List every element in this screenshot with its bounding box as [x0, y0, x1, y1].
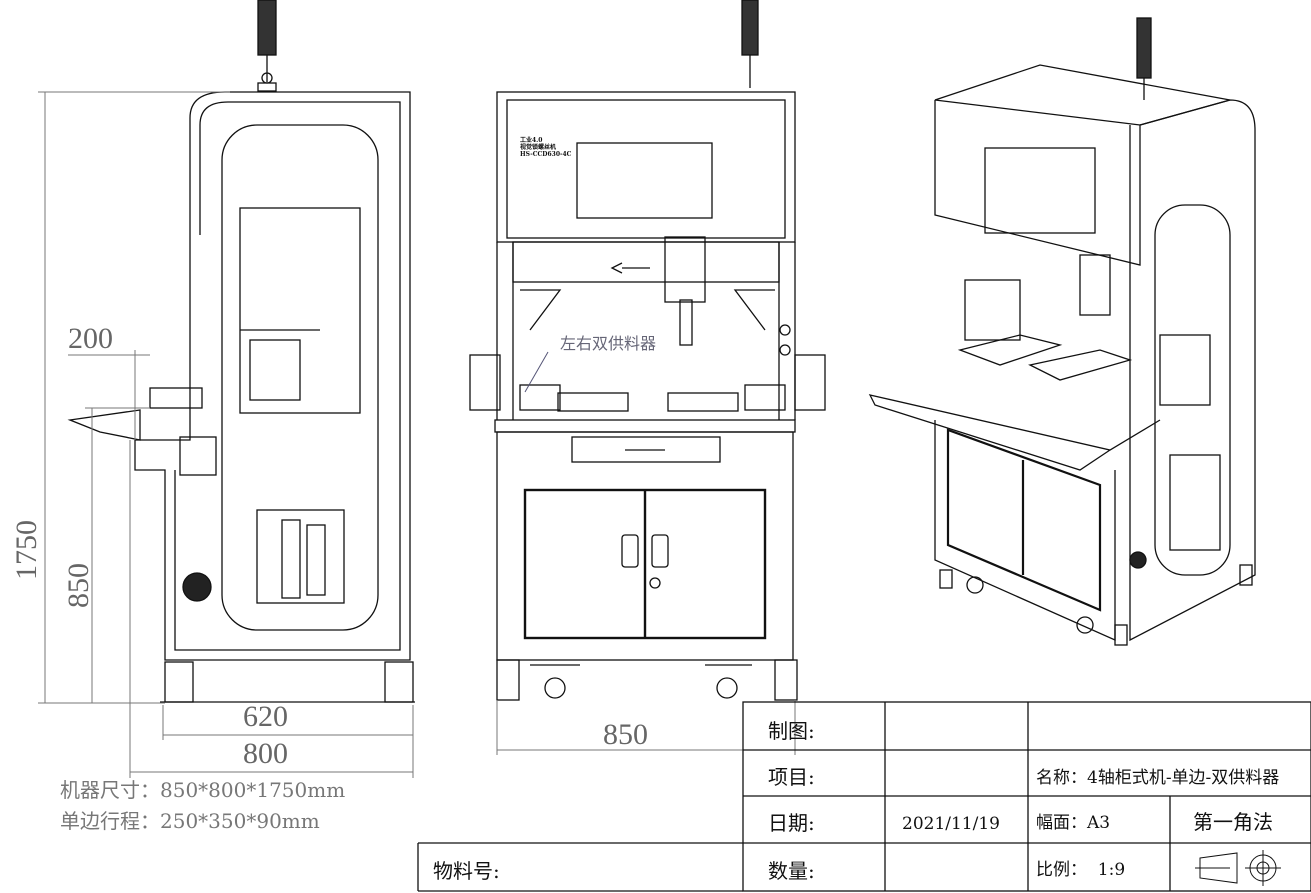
dim-front-width: 850 [603, 718, 648, 751]
scale: 比例： 1:9 [1036, 860, 1126, 880]
date-value: 2021/11/19 [902, 814, 1000, 834]
iso-view [868, 17, 1256, 646]
part-no-label: 物料号: [433, 859, 500, 883]
drawn-by-label: 制图: [768, 719, 815, 743]
machine-label: 工业4.0 视觉锁螺丝机 HS-CCD630-4C [520, 137, 571, 158]
machine-label-line: HS-CCD630-4C [520, 151, 572, 158]
dim-total-height: 1750 [10, 520, 43, 580]
drawing-name: 名称：4轴柜式机-单边-双供料器 [1036, 768, 1280, 788]
date-label: 日期: [768, 811, 815, 835]
side-view [67, 0, 415, 703]
stroke-note: 单边行程：250*350*90mm [60, 809, 320, 833]
projection-method: 第一角法 [1193, 810, 1273, 834]
title-block-grid [417, 701, 1311, 892]
feeder-callout: 左右双供料器 [560, 334, 657, 353]
machine-size-note: 机器尺寸：850*800*1750mm [60, 778, 346, 802]
dim-side-depth-outer: 800 [243, 737, 288, 770]
machine-label-line: 工业4.0 [520, 137, 543, 144]
front-view [469, 0, 826, 701]
machine-label-line: 视觉锁螺丝机 [520, 144, 557, 151]
project-label: 项目: [768, 765, 815, 789]
dimension-lines [38, 91, 796, 778]
dim-table-height: 850 [62, 563, 95, 608]
dim-overhang: 200 [68, 322, 113, 355]
sheet-size: 幅面：A3 [1036, 813, 1111, 833]
dim-side-depth-inner: 620 [243, 700, 288, 733]
first-angle-projection-icon [1195, 850, 1281, 886]
quantity-label: 数量: [768, 859, 815, 883]
